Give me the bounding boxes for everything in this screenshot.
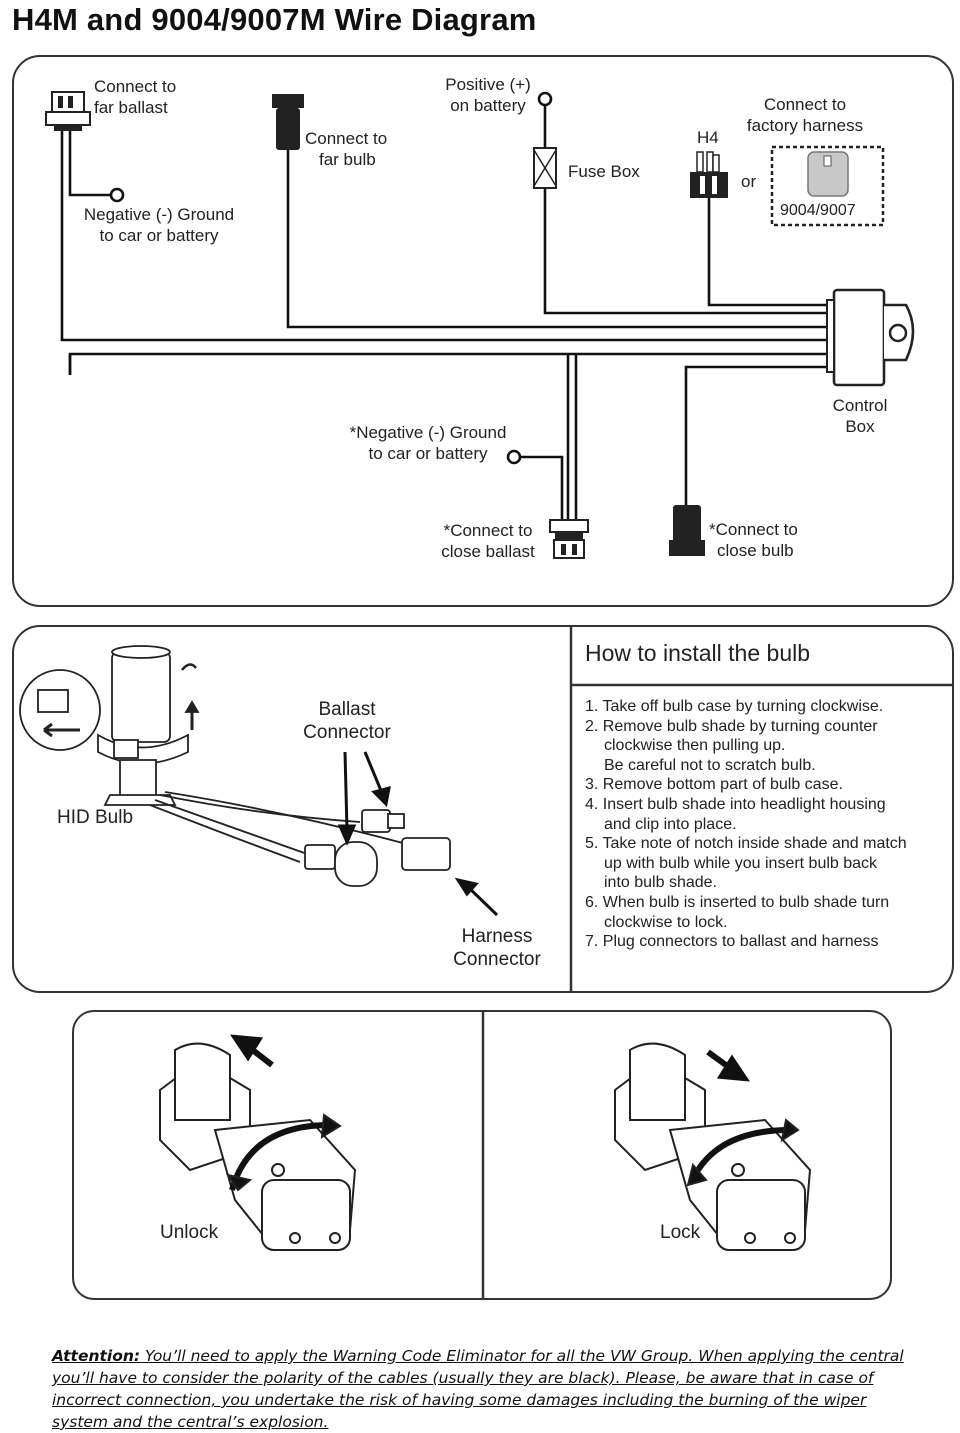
harness-connector-line1: Harness <box>461 926 533 947</box>
step-6: 6. When bulb is inserted to bulb shade t… <box>585 893 890 911</box>
h4-label: H4 <box>697 128 719 147</box>
ground-bottom-label: *Negative (-) Ground to car or battery <box>338 422 518 464</box>
factory-harness-label: Connect to factory harness <box>738 94 872 136</box>
step-2-cont2: Be careful not to scratch bulb. <box>604 756 816 774</box>
far-bulb-line1: Connect to <box>305 129 388 148</box>
far-ballast-label: Connect to far ballast <box>94 76 176 118</box>
far-bulb-label: Connect to far bulb <box>305 128 387 170</box>
howto-steps: 1. Take off bulb case by turning clockwi… <box>585 697 945 952</box>
far-bulb-connector-icon <box>272 94 304 150</box>
close-bulb-line2: close bulb <box>717 541 794 560</box>
close-ballast-line1: *Connect to <box>443 521 533 540</box>
close-ballast-label: *Connect to close ballast <box>430 520 546 562</box>
unlock-label: Unlock <box>160 1222 219 1243</box>
ballast-connector-line2: Connector <box>303 722 391 743</box>
socket-9004-label: 9004/9007 <box>780 202 856 219</box>
step-2-cont1: clockwise then pulling up. <box>604 737 786 755</box>
positive-line1: Positive (+) <box>445 75 531 94</box>
lock-unlock-panel <box>72 1010 892 1300</box>
close-bulb-connector-icon <box>669 505 705 556</box>
hid-bulb-label: HID Bulb <box>57 807 134 828</box>
step-6-cont: clockwise to lock. <box>604 913 728 931</box>
ground-top-line2: to car or battery <box>99 226 219 245</box>
page-title: H4M and 9004/9007M Wire Diagram <box>12 2 537 37</box>
lock-label: Lock <box>660 1222 701 1243</box>
close-ballast-connector-icon <box>549 519 589 559</box>
control-box-icon <box>826 288 915 387</box>
harness-connector-label: Harness Connector <box>442 925 552 971</box>
step-2: 2. Remove bulb shade by turning counter <box>585 717 878 735</box>
install-panel <box>12 625 954 993</box>
positive-line2: on battery <box>450 96 526 115</box>
ground-bottom-line1: *Negative (-) Ground <box>349 423 507 442</box>
h4-plug-icon <box>690 151 728 198</box>
step-3: 3. Remove bottom part of bulb case. <box>585 776 843 794</box>
ground-bottom-line2: to car or battery <box>368 444 488 463</box>
far-ballast-connector-icon <box>45 91 91 131</box>
factory-harness-line1: Connect to <box>763 95 847 114</box>
ground-top-label: Negative (-) Ground to car or battery <box>74 204 244 246</box>
step-4-cont: and clip into place. <box>604 815 737 833</box>
hid-bulb-icon <box>19 645 451 887</box>
fuse-box-label: Fuse Box <box>568 162 640 181</box>
attention-label: Attention: <box>52 1347 141 1365</box>
step-5: 5. Take note of notch inside shade and m… <box>585 835 907 853</box>
far-ballast-line2: far ballast <box>94 98 168 117</box>
ground-top-line1: Negative (-) Ground <box>83 205 235 224</box>
step-4: 4. Insert bulb shade into headlight hous… <box>585 795 886 813</box>
ballast-connector-label: Ballast Connector <box>292 698 402 744</box>
ballast-connector-line1: Ballast <box>318 699 376 720</box>
wire-diagram-panel <box>12 55 954 607</box>
control-box-label: Control Box <box>825 395 895 437</box>
attention-note: Attention: You’ll need to apply the Warn… <box>52 1345 912 1433</box>
positive-label: Positive (+) on battery <box>436 74 540 116</box>
far-bulb-line2: far bulb <box>319 150 376 169</box>
lock-bulb-icon <box>614 1042 812 1252</box>
step-1: 1. Take off bulb case by turning clockwi… <box>585 698 884 715</box>
factory-harness-line2: factory harness <box>746 116 864 135</box>
fuse-icon <box>533 147 557 189</box>
close-bulb-label: *Connect to close bulb <box>709 519 798 561</box>
howto-heading: How to install the bulb <box>585 640 811 666</box>
far-ballast-line1: Connect to <box>94 77 177 96</box>
attention-text: You’ll need to apply the Warning Code El… <box>52 1347 904 1431</box>
control-box-line1: Control <box>832 396 888 415</box>
control-box-line2: Box <box>845 417 875 436</box>
harness-connector-line2: Connector <box>453 949 541 970</box>
step-5-cont1: up with bulb while you insert bulb back <box>604 854 878 872</box>
step-7: 7. Plug connectors to ballast and harnes… <box>585 933 879 951</box>
close-ballast-line2: close ballast <box>441 542 535 561</box>
socket-9004-icon <box>770 145 885 227</box>
unlock-bulb-icon <box>159 1042 357 1252</box>
or-label: or <box>741 172 757 191</box>
step-5-cont2: into bulb shade. <box>604 874 717 892</box>
close-bulb-line1: *Connect to <box>709 520 798 539</box>
